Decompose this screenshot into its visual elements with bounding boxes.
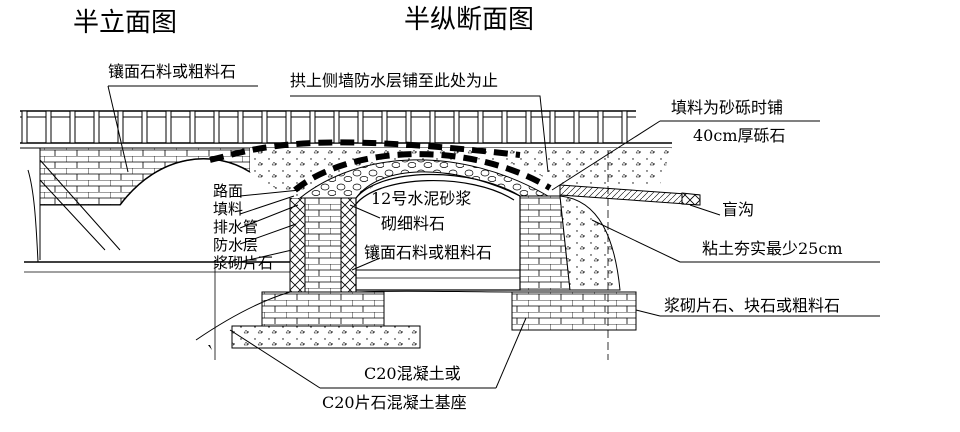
label-blind-ditch: 盲沟 bbox=[722, 200, 755, 219]
railing-post bbox=[309, 110, 316, 144]
railing-post bbox=[549, 110, 556, 144]
railing-post bbox=[525, 110, 532, 144]
layer-fill: 填料 bbox=[213, 200, 244, 218]
railing-post bbox=[189, 110, 196, 144]
railing-post bbox=[381, 110, 388, 144]
railing-post bbox=[333, 110, 340, 144]
railing-post bbox=[141, 110, 148, 144]
title-half-section: 半纵断面图 bbox=[404, 5, 535, 35]
railing-post bbox=[213, 110, 220, 144]
label-fine-stone: 砌细料石 bbox=[381, 214, 446, 233]
label-c20-concrete: C20混凝土或 bbox=[364, 364, 461, 383]
ground-lines bbox=[195, 260, 520, 360]
layer-waterproof: 防水层 bbox=[213, 236, 259, 254]
label-fill-gravel-2: 40cm厚砾石 bbox=[693, 126, 786, 145]
left-elevation bbox=[24, 147, 300, 273]
railing-post bbox=[285, 110, 292, 144]
railing-post bbox=[453, 110, 460, 144]
railing-post bbox=[45, 110, 52, 144]
railing-post bbox=[21, 110, 28, 144]
railing-post bbox=[501, 110, 508, 144]
layer-pavement: 路面 bbox=[213, 182, 244, 200]
railing-post bbox=[405, 110, 412, 144]
railing-post bbox=[573, 110, 580, 144]
railing-post bbox=[477, 110, 484, 144]
label-c20-base: C20片石混凝土基座 bbox=[322, 393, 467, 412]
layer-list: 路面 填料 排水管 防水层 浆砌片石 bbox=[213, 182, 283, 272]
layer-mortar-rubble: 浆砌片石 bbox=[213, 254, 274, 272]
label-mortar-rubble: 浆砌片石、块石或粗料石 bbox=[664, 296, 841, 315]
railing-post bbox=[429, 110, 436, 144]
label-facing-stone: 镶面石料或粗料石 bbox=[108, 62, 237, 81]
railing-post bbox=[357, 110, 364, 144]
label-facing-stone-2: 镶面石料或粗料石 bbox=[364, 243, 493, 262]
left-foundation bbox=[231, 197, 421, 349]
title-half-elevation: 半立面图 bbox=[73, 8, 178, 38]
label-waterproof-end: 拱上侧墙防水层铺至此处为止 bbox=[290, 71, 499, 90]
label-mortar-no12: 12号水泥砂浆 bbox=[371, 189, 472, 208]
label-fill-gravel-1: 填料为砂砾时铺 bbox=[671, 98, 784, 117]
label-clay-compact: 粘土夯实最少25cm bbox=[702, 239, 843, 258]
railing-post bbox=[597, 110, 604, 144]
railing-post bbox=[69, 110, 76, 144]
railing-post bbox=[621, 110, 628, 144]
blind-ditch bbox=[559, 184, 701, 206]
leader-lines bbox=[107, 85, 880, 389]
right-abutment bbox=[511, 148, 672, 360]
railing-post bbox=[237, 110, 244, 144]
railing-post bbox=[165, 110, 172, 144]
central-arch bbox=[209, 139, 560, 291]
railing-post bbox=[93, 110, 100, 144]
railing-post bbox=[261, 110, 268, 144]
layer-drain-pipe: 排水管 bbox=[213, 218, 259, 236]
